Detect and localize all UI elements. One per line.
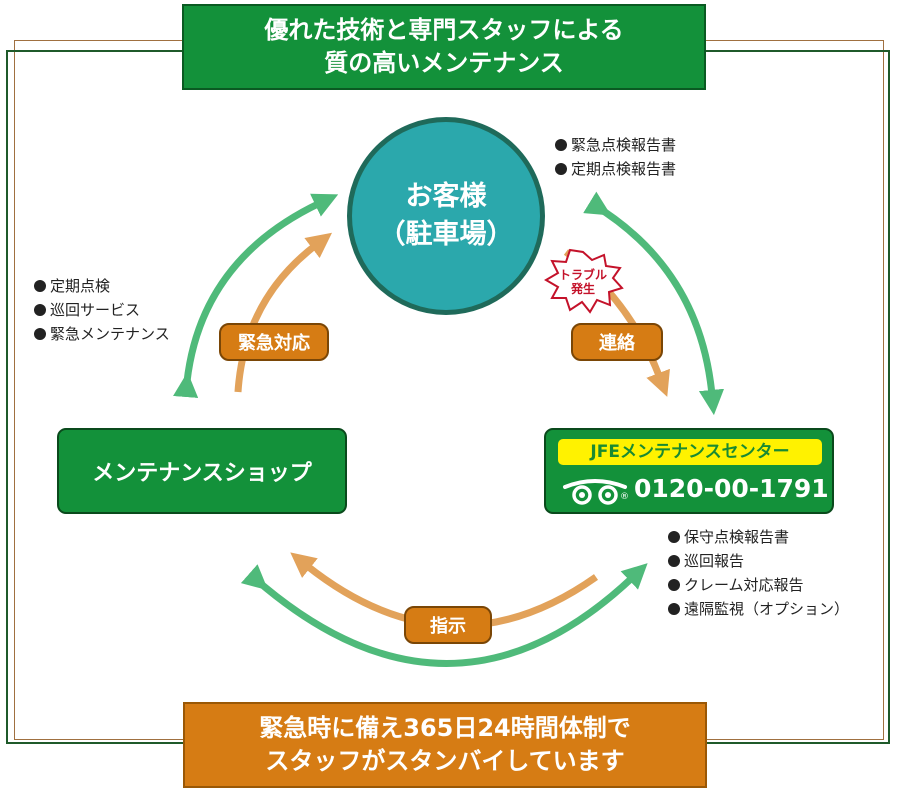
customer-node: お客様 （駐車場）: [347, 117, 545, 315]
maintenance-center-name: JFEメンテナンスセンター: [558, 439, 822, 465]
customer-label: お客様: [405, 181, 487, 212]
shop-services-list: 定期点検 巡回サービス 緊急メンテナンス: [34, 274, 170, 346]
trouble-label: トラブル 発生: [548, 268, 618, 296]
header-line-2: 質の高いメンテナンス: [324, 49, 564, 77]
list-item: 定期点検報告書: [555, 157, 676, 181]
maintenance-center-node: JFEメンテナンスセンター ® 0120-00-1791: [544, 428, 834, 514]
registered-mark: ®: [620, 492, 629, 502]
arrow-shop-center: [240, 563, 648, 667]
list-item: クレーム対応報告: [668, 573, 849, 597]
instruction-label: 指示: [404, 606, 492, 644]
phone-number: 0120-00-1791: [634, 474, 829, 503]
customer-sublabel: （駐車場）: [378, 219, 514, 250]
header-line-1: 優れた技術と専門スタッフによる: [264, 16, 624, 44]
arrow-customer-center: [583, 191, 725, 416]
trouble-label-line-2: 発生: [570, 282, 595, 296]
list-item: 巡回報告: [668, 549, 849, 573]
contact-label: 連絡: [571, 323, 663, 361]
emergency-response-label: 緊急対応: [219, 323, 329, 361]
list-item: 保守点検報告書: [668, 525, 849, 549]
maintenance-shop-node: メンテナンスショップ: [57, 428, 347, 514]
list-item: 巡回サービス: [34, 298, 170, 322]
footer-line-1: 緊急時に備え365日24時間体制で: [259, 714, 631, 742]
trouble-burst-icon: [544, 248, 624, 314]
arrow-shop-customer: [173, 193, 339, 398]
list-item: 緊急点検報告書: [555, 133, 676, 157]
arrow-emergency-response: [234, 232, 333, 393]
header-banner: 優れた技術と専門スタッフによる 質の高いメンテナンス: [182, 4, 706, 90]
list-item: 定期点検: [34, 274, 170, 298]
center-reports-list: 保守点検報告書 巡回報告 クレーム対応報告 遠隔監視（オプション）: [668, 525, 849, 621]
free-dial-icon: [563, 479, 627, 505]
maintenance-shop-label: メンテナンスショップ: [92, 461, 312, 486]
trouble-label-line-1: トラブル: [558, 268, 607, 282]
list-item: 遠隔監視（オプション）: [668, 597, 849, 621]
footer-line-2: スタッフがスタンバイしています: [265, 747, 625, 775]
footer-banner: 緊急時に備え365日24時間体制で スタッフがスタンバイしています: [183, 702, 707, 788]
customer-reports-list: 緊急点検報告書 定期点検報告書: [555, 133, 676, 181]
list-item: 緊急メンテナンス: [34, 322, 170, 346]
